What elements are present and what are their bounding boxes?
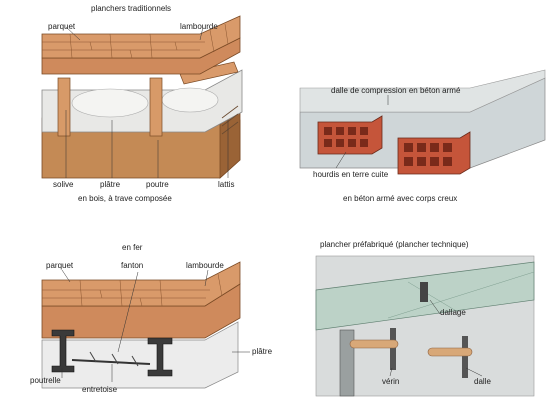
label-lattis: lattis — [218, 180, 235, 189]
panel-prefab-title: plancher préfabriqué (plancher technique… — [320, 240, 469, 249]
label-dalle-compression: dalle de compression en béton armé — [331, 86, 461, 95]
label-fanton: fanton — [121, 261, 144, 270]
label-platre-traditional: plâtre — [100, 180, 121, 189]
label-poutrelle: poutrelle — [30, 376, 61, 385]
label-solive: solive — [53, 180, 74, 189]
prefab-floor-illustration — [315, 255, 535, 397]
label-parquet-iron: parquet — [46, 261, 74, 270]
iron-floor-illustration — [41, 261, 250, 389]
label-poutre: poutre — [146, 180, 169, 189]
panel-concrete-caption: en béton armé avec corps creux — [343, 194, 458, 203]
panel-iron-title: en fer — [122, 243, 143, 252]
label-parquet-traditional: parquet — [48, 22, 76, 31]
label-hourdis: hourdis en terre cuite — [313, 170, 389, 179]
label-verin: vérin — [382, 377, 400, 386]
label-lambourde-traditional: lambourde — [180, 22, 218, 31]
label-entretoise: entretoise — [82, 385, 118, 394]
label-dalle: dalle — [474, 377, 491, 386]
label-lambourde-iron: lambourde — [186, 261, 224, 270]
concrete-slab-illustration — [299, 69, 546, 175]
panel-traditional-caption: en bois, à trave composée — [78, 194, 172, 203]
label-platre-iron: plâtre — [252, 347, 273, 356]
panel-traditional-title: planchers traditionnels — [91, 4, 172, 13]
traditional-floor-illustration — [41, 15, 243, 179]
label-dallage: dallage — [440, 308, 466, 317]
